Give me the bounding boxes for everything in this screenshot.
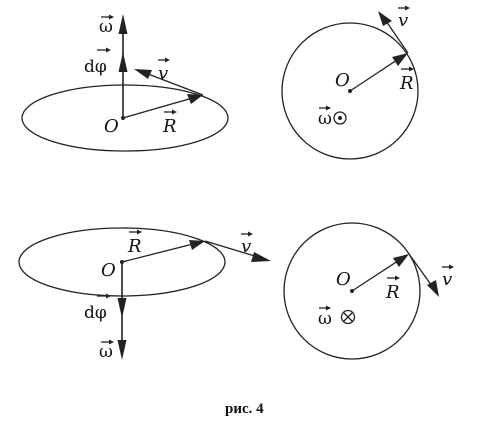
- velocity-vector-bottom-right: [408, 253, 433, 287]
- radius-arrowhead-top-right: [392, 53, 408, 66]
- into-page-cross-b: [343, 312, 353, 322]
- dphi-arrowhead-down: [117, 298, 127, 318]
- out-of-page-icon: [333, 111, 347, 125]
- rotation-circle-top: [281, 22, 419, 160]
- rotation-ellipse-top: [21, 84, 229, 152]
- omega-vec-tip-top: [109, 14, 114, 20]
- panel-bottom-right: ω O R v: [283, 222, 454, 360]
- dphi-vec-tip-bottom: [106, 293, 111, 299]
- v-label-top-right: v: [398, 10, 408, 31]
- omega-vec-tip-bottom-right: [326, 305, 331, 311]
- o-label-top-right: O: [335, 70, 350, 91]
- omega-label-bottom-right: ω: [318, 309, 332, 329]
- r-vec-tip-bottom-right: [395, 275, 400, 281]
- omega-vec-tip-top-right: [326, 105, 331, 111]
- radius-vector-top: [122, 96, 197, 119]
- r-vec-tip-top-left: [172, 109, 177, 115]
- radius-arrowhead-top: [187, 94, 203, 104]
- panel-top-right: ω O R v: [281, 5, 419, 160]
- into-page-icon: [340, 309, 356, 325]
- dphi-vec-tip-top: [106, 47, 111, 53]
- omega-label-top-right: ω: [318, 109, 332, 129]
- velocity-vector-bottom: [204, 240, 259, 258]
- o-label-top-left: O: [104, 116, 119, 137]
- o-label-bottom-right: O: [336, 269, 351, 290]
- velocity-arrowhead-top-right: [378, 11, 392, 26]
- dphi-label-top: dφ: [84, 57, 107, 77]
- omega-vec-tip-bottom-left: [109, 339, 114, 345]
- r-label-bottom-left: R: [127, 236, 142, 257]
- v-label-top-left: v: [158, 63, 168, 84]
- omega-label-top: ω: [99, 17, 113, 37]
- v-vec-tip-bottom-right: [449, 264, 454, 270]
- v-label-bottom-left: v: [241, 236, 251, 257]
- velocity-arrowhead-bottom: [251, 252, 271, 262]
- panel-top-left: ω dφ v O R: [21, 14, 229, 152]
- radius-arrowhead-bottom-right: [393, 254, 409, 267]
- r-vec-tip-top-right: [409, 66, 414, 72]
- radius-vector-top-right: [349, 57, 401, 92]
- o-label-bottom-left: O: [101, 260, 116, 281]
- dphi-label-bottom: dφ: [84, 303, 107, 323]
- r-label-top-left: R: [162, 116, 177, 137]
- velocity-arrowhead-top: [134, 69, 152, 79]
- v-label-bottom-right: v: [442, 269, 452, 290]
- r-vec-tip-bottom-left: [137, 229, 142, 235]
- omega-arrowhead-down: [117, 340, 127, 360]
- velocity-arrowhead-bottom-right: [427, 280, 439, 297]
- radius-vector-bottom-right: [351, 258, 402, 292]
- radius-arrowhead-bottom: [189, 240, 205, 250]
- velocity-vector-top-right: [385, 20, 409, 54]
- dphi-arrowhead-up: [118, 52, 128, 72]
- out-of-page-dot: [338, 116, 342, 120]
- figure-caption: рис. 4: [225, 401, 264, 417]
- omega-arrowhead-up: [118, 14, 128, 34]
- v-vec-tip-top-left: [165, 57, 170, 63]
- v-vec-tip-top-right: [405, 5, 410, 11]
- rotation-circle-bottom: [283, 222, 421, 360]
- omega-label-bottom-left: ω: [99, 342, 113, 362]
- radius-vector-bottom: [121, 242, 198, 263]
- r-label-top-right: R: [399, 73, 414, 94]
- v-vec-tip-bottom-left: [248, 231, 253, 237]
- velocity-vector-top: [147, 73, 204, 96]
- panel-bottom-left: O R v dφ ω: [18, 227, 271, 362]
- r-label-bottom-right: R: [385, 282, 400, 303]
